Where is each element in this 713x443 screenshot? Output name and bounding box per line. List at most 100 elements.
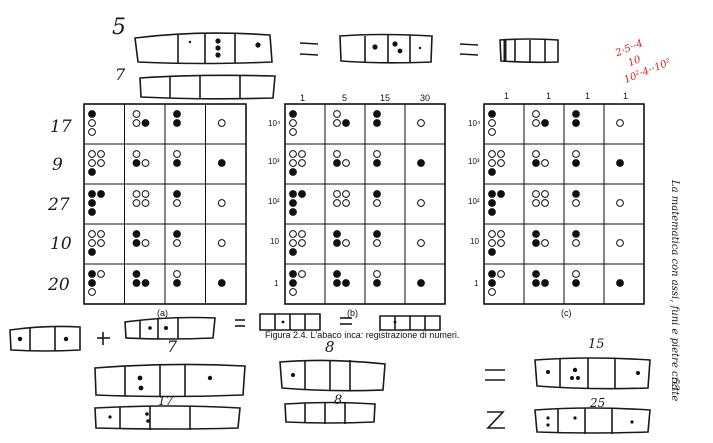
pebble <box>417 159 425 167</box>
pebble <box>572 159 580 167</box>
row-label-a-5: 20 <box>47 275 70 295</box>
pebble <box>333 190 341 198</box>
pebble <box>488 239 496 247</box>
pebble <box>173 159 181 167</box>
pebble <box>132 270 141 278</box>
pebble <box>289 230 297 238</box>
pebble <box>298 270 306 278</box>
pebble <box>132 159 141 167</box>
pebble <box>97 150 105 158</box>
pebble <box>132 190 141 198</box>
pebble <box>217 279 226 287</box>
pebble <box>488 279 496 287</box>
pebble <box>572 199 580 207</box>
b-row-label-3: 10² <box>268 197 280 206</box>
pebble <box>342 159 350 167</box>
pebble <box>616 119 624 127</box>
pebble <box>173 150 181 158</box>
pebble <box>132 279 141 287</box>
c-row-label-5: 1 <box>474 279 479 288</box>
row-label-a-1: 17 <box>50 117 72 137</box>
pebble <box>532 110 540 118</box>
side-page-number: 53 <box>669 378 680 391</box>
pebble <box>289 288 297 296</box>
pebble <box>141 159 150 167</box>
pebble <box>173 119 181 127</box>
pebble <box>572 270 580 278</box>
pebble <box>333 150 341 158</box>
b-top-label-4: 30 <box>420 93 430 103</box>
pebble <box>289 279 297 287</box>
c-row-label-1: 10⁴ <box>468 119 481 128</box>
pebble <box>97 159 105 167</box>
pebble <box>88 128 96 136</box>
pebble <box>572 190 580 198</box>
pebble <box>373 270 381 278</box>
b-row-label-1: 10⁴ <box>268 119 281 128</box>
pebble <box>333 270 341 278</box>
pebble <box>373 110 381 118</box>
pebble <box>97 270 105 278</box>
pebble <box>532 199 540 207</box>
pebble <box>572 239 580 247</box>
pebble <box>532 270 540 278</box>
pebble <box>217 159 226 167</box>
pebble <box>417 239 425 247</box>
pebble <box>342 279 350 287</box>
pebble <box>88 119 96 127</box>
pebble <box>173 110 181 118</box>
pebble <box>616 279 624 287</box>
pebble <box>132 199 141 207</box>
abacus-grid-b <box>284 103 446 305</box>
pebble <box>97 239 105 247</box>
pebble <box>541 119 549 127</box>
pebble <box>132 110 141 118</box>
pebble <box>173 270 181 278</box>
pebble <box>97 230 105 238</box>
pebble <box>488 199 496 207</box>
pebble <box>541 159 549 167</box>
handwritten-seventeen: 17 <box>158 394 174 408</box>
c-row-label-4: 10 <box>470 237 479 246</box>
pebble <box>298 239 306 247</box>
pebble <box>497 159 505 167</box>
pebble <box>141 239 150 247</box>
pebble <box>88 248 96 256</box>
pebble <box>173 239 181 247</box>
pebble <box>88 168 96 176</box>
pebble <box>373 190 381 198</box>
b-row-label-4: 10 <box>270 237 279 246</box>
pebble <box>373 150 381 158</box>
pebble <box>572 279 580 287</box>
pebble <box>342 190 350 198</box>
pebble <box>488 150 496 158</box>
pebble <box>141 199 150 207</box>
pebble <box>488 230 496 238</box>
pebble <box>488 248 496 256</box>
side-running-title: La matematica con assi, funi e pietre cr… <box>669 179 680 401</box>
top-sketches <box>134 32 559 100</box>
pebble <box>132 150 141 158</box>
pebble <box>417 199 425 207</box>
b-top-label-2: 5 <box>342 93 347 103</box>
pebble <box>141 119 150 127</box>
pebble <box>488 190 496 198</box>
handwritten-seven-bottom: 7 <box>167 337 178 356</box>
pebble <box>132 239 141 247</box>
pebble <box>488 128 496 136</box>
pebble <box>88 199 96 207</box>
b-top-label-1: 1 <box>300 93 305 103</box>
handwritten-eight-caption: 8 <box>325 338 335 356</box>
pebble <box>289 239 297 247</box>
pebble <box>298 159 306 167</box>
c-row-label-3: 10² <box>468 197 480 206</box>
pebble <box>333 230 341 238</box>
pebble <box>532 239 540 247</box>
pebble <box>342 239 350 247</box>
b-row-label-5: 1 <box>274 279 279 288</box>
pebble <box>541 239 549 247</box>
pebble <box>333 119 341 127</box>
pebble <box>88 150 96 158</box>
pebble <box>289 190 297 198</box>
pebble <box>532 279 540 287</box>
